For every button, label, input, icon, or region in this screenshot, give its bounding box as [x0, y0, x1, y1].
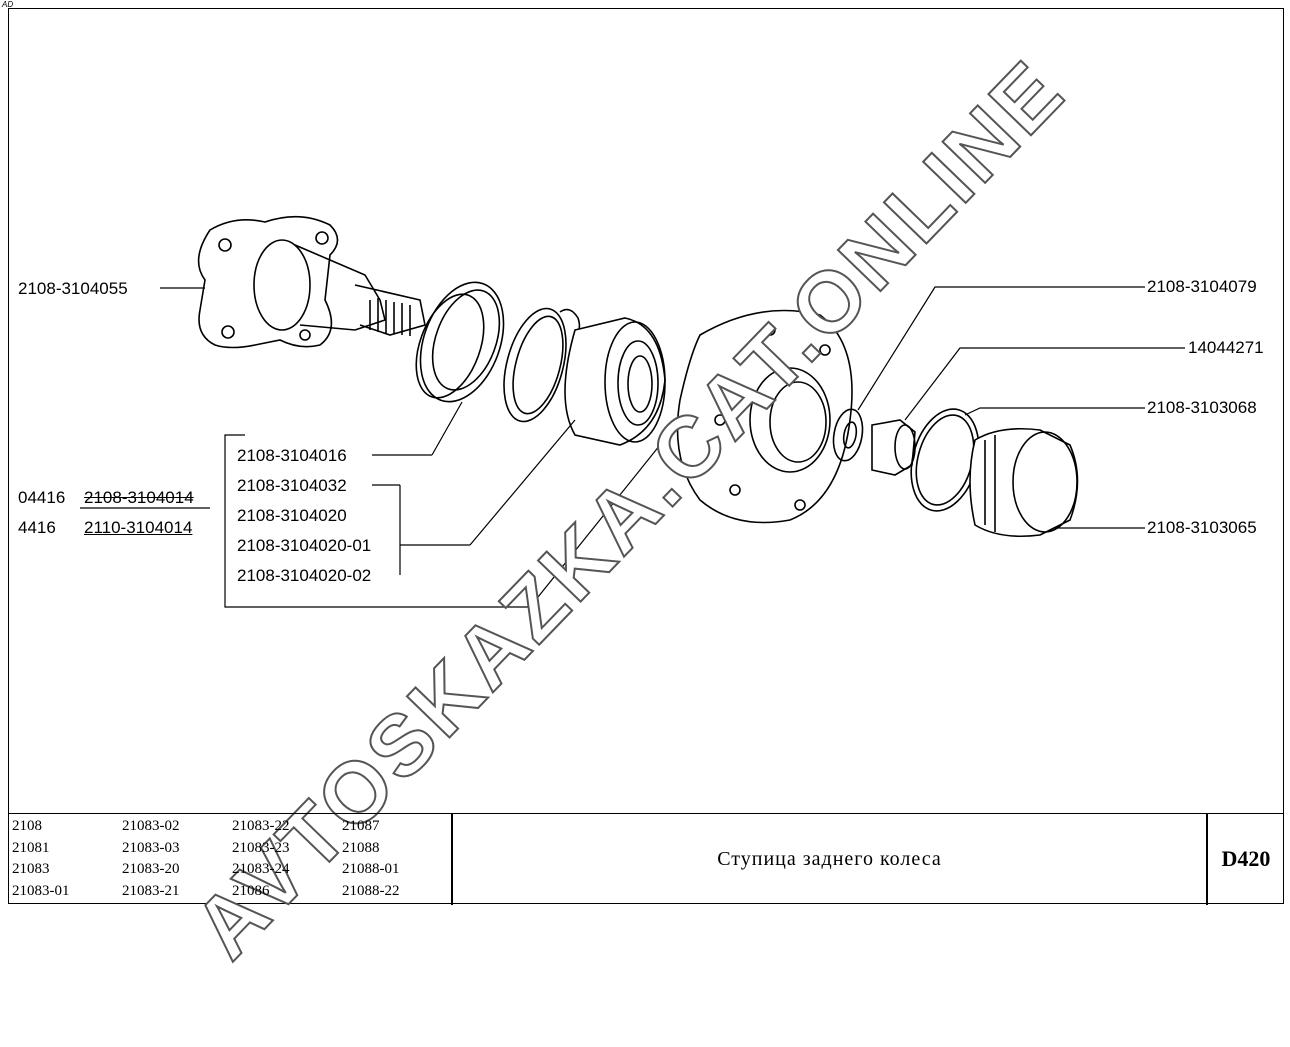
- model-cell: 2108: [12, 818, 42, 834]
- page-title: Ступица заднего колеса: [717, 848, 942, 870]
- model-cell: 21083-03: [122, 839, 180, 856]
- label-o-ring: 2108-3103068: [1147, 398, 1257, 417]
- model-cell: 21088: [342, 839, 380, 856]
- model-cell: 21083-02: [122, 818, 180, 834]
- label-washer: 2108-3104079: [1147, 277, 1257, 296]
- model-row: 21083-01 21083-21 21086 21088-22: [12, 881, 452, 903]
- model-cell: 21083-23: [232, 839, 290, 856]
- label-shaft: 2108-3104055: [18, 279, 128, 298]
- seal-part: [415, 281, 505, 403]
- washer-part: [832, 408, 864, 462]
- model-list: 2108 21083-02 21083-22 21087 21081 21083…: [12, 816, 452, 902]
- divider: [1206, 814, 1208, 905]
- model-row: 21081 21083-03 21083-23 21088: [12, 838, 452, 860]
- axle-shaft-part: [197, 215, 426, 349]
- title-block: 2108 21083-02 21083-22 21087 21081 21083…: [8, 813, 1284, 905]
- label-cap: 2108-3103065: [1147, 518, 1257, 537]
- model-row: 21083 21083-20 21083-24 21088-01: [12, 859, 452, 881]
- exploded-diagram: [80, 215, 1185, 608]
- model-cell: 21081: [12, 839, 50, 856]
- model-cell: 21083-21: [122, 882, 180, 899]
- label-hub-2: 2110-3104014: [84, 518, 193, 537]
- model-cell: 21083-20: [122, 861, 180, 877]
- cap-part: [969, 427, 1079, 538]
- model-cell: 21083-22: [232, 818, 290, 834]
- model-cell: 21088-01: [342, 861, 400, 877]
- label-bearing-1: 2108-3104020: [237, 506, 347, 525]
- bearing-part: [564, 317, 666, 446]
- label-seal: 2108-3104016: [237, 446, 347, 465]
- label-hub-prefix-2: 4416: [18, 518, 56, 537]
- divider: [451, 814, 453, 905]
- label-hub-1: 2108-3104014: [84, 488, 194, 507]
- corner-mark: AD: [2, 0, 14, 9]
- nut-part: [871, 419, 916, 476]
- label-bearing-3: 2108-3104020-02: [237, 566, 372, 585]
- model-cell: 21083-01: [12, 882, 70, 899]
- model-row: 2108 21083-02 21083-22 21087: [12, 816, 452, 838]
- model-cell: 21083: [12, 861, 50, 877]
- model-cell: 21083-24: [232, 861, 290, 877]
- model-cell: 21086: [232, 882, 270, 899]
- page-code: D420: [1221, 846, 1271, 871]
- model-cell: 21088-22: [342, 882, 400, 899]
- label-ring: 2108-3104032: [237, 476, 347, 495]
- drawing-frame: [8, 8, 1284, 904]
- label-nut: 14044271: [1188, 338, 1264, 357]
- label-hub-prefix-1: 04416: [18, 488, 66, 507]
- label-bearing-2: 2108-3104020-01: [237, 536, 372, 555]
- hub-part: [676, 309, 853, 524]
- model-cell: 21087: [342, 818, 380, 834]
